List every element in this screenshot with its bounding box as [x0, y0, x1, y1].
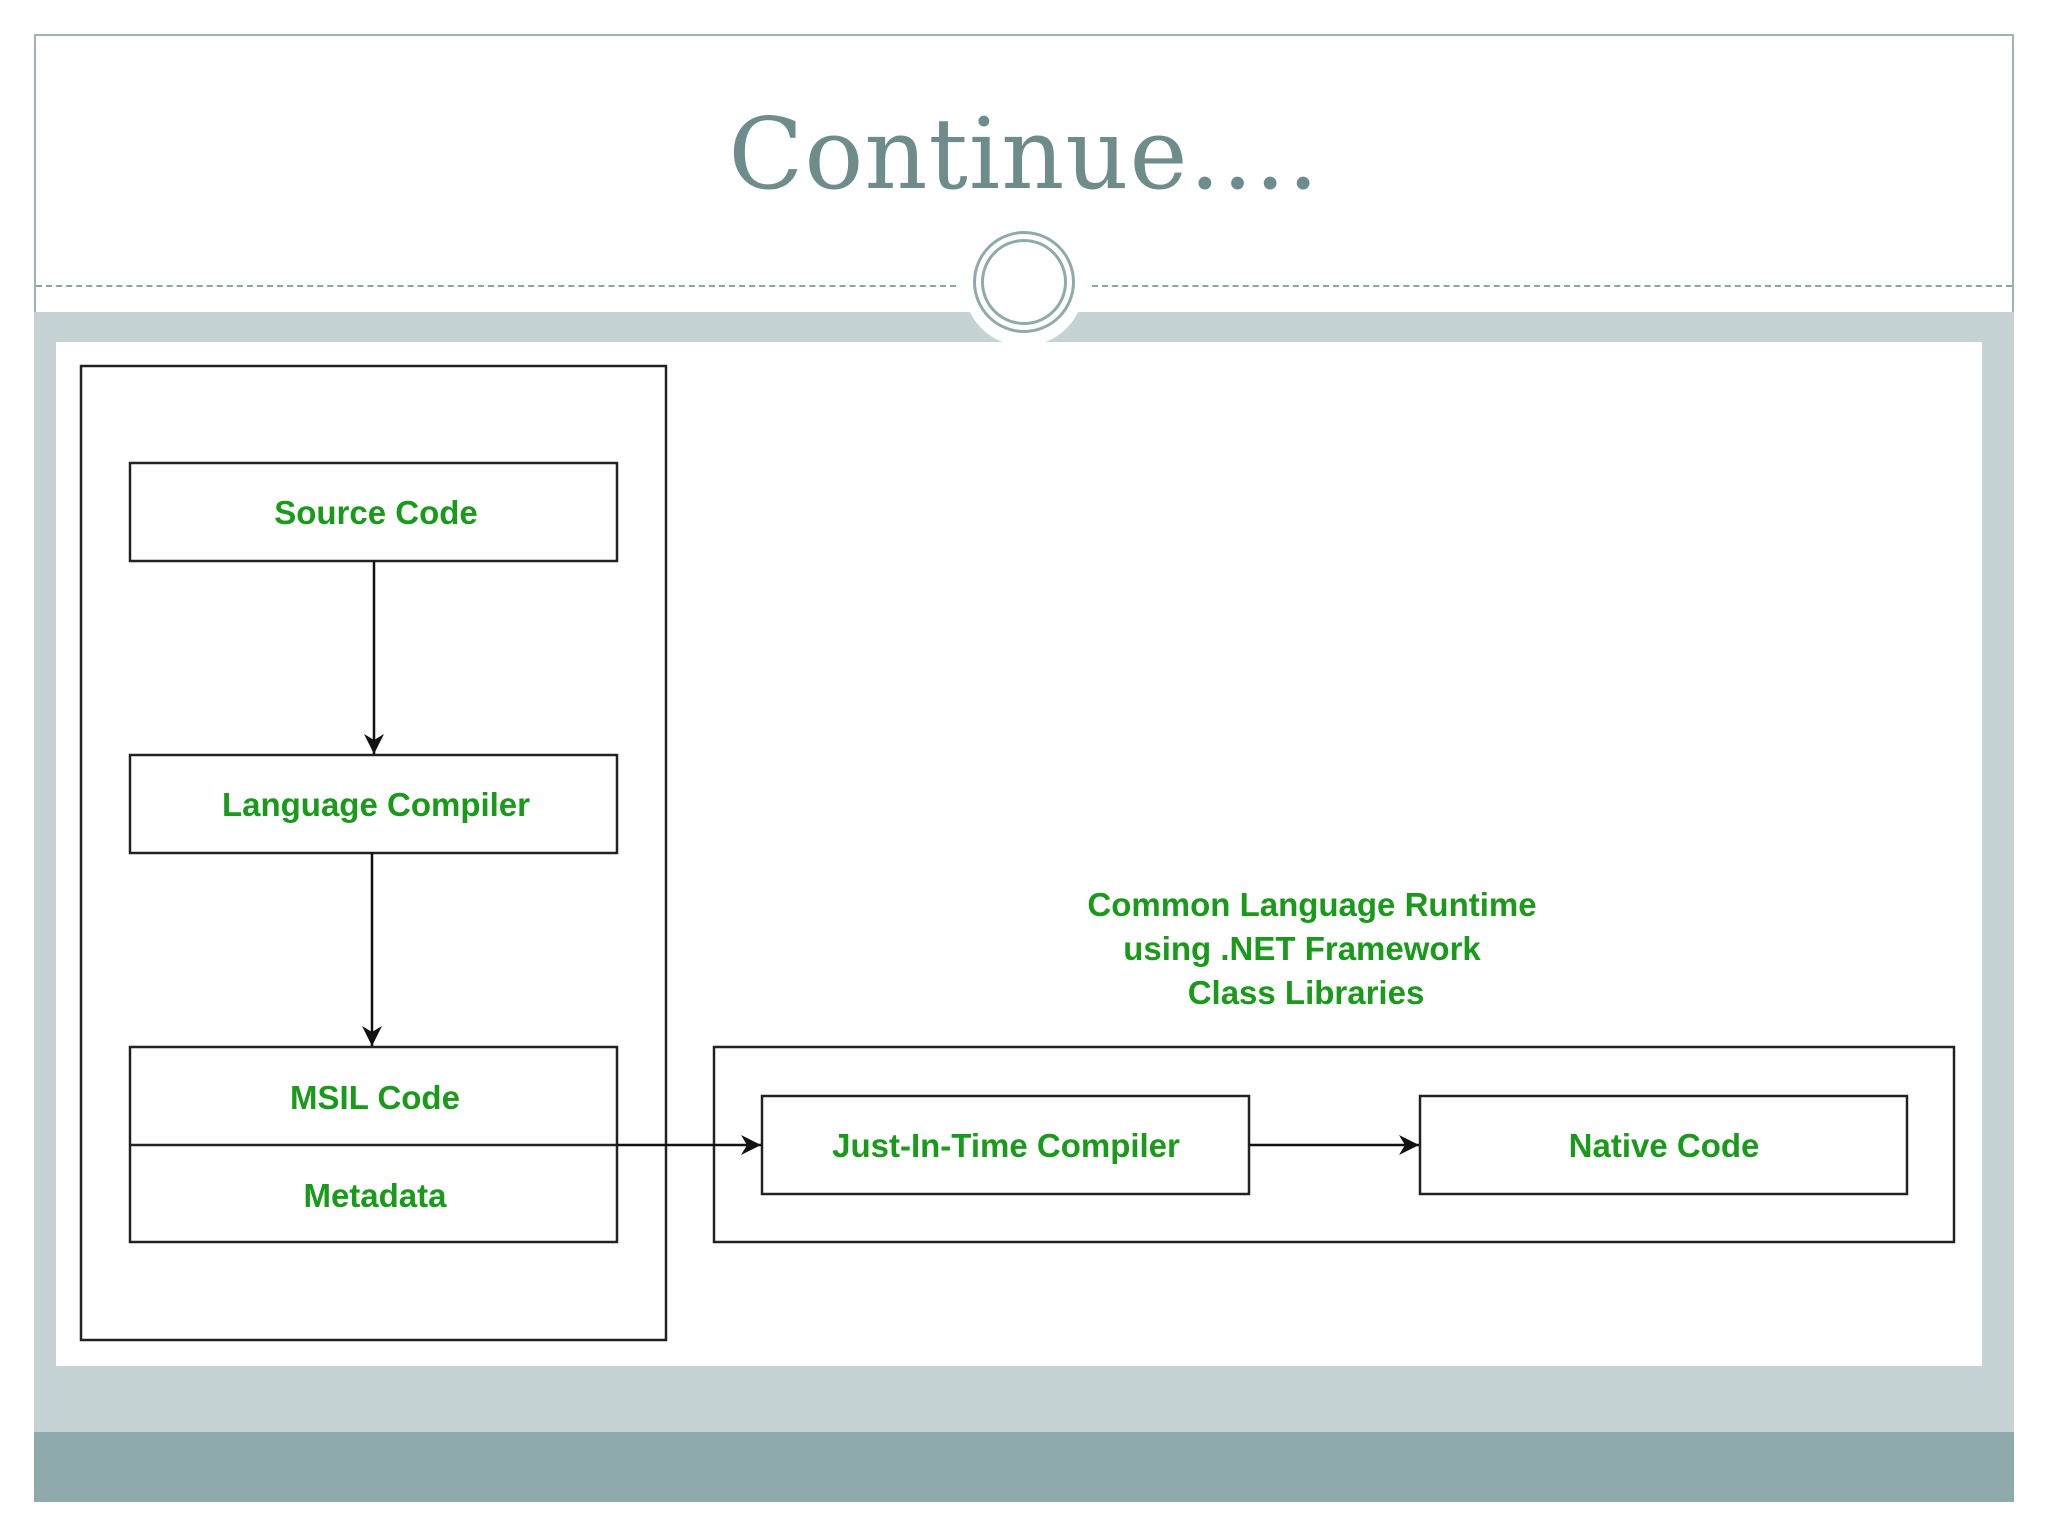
compile-time-container	[79, 364, 668, 1342]
medallion-inner-ring	[981, 239, 1067, 325]
source-code-label: Source Code	[274, 494, 478, 531]
msil-code-label: MSIL Code	[290, 1079, 460, 1116]
title-divider-left	[36, 285, 956, 287]
native-code-box	[1418, 1094, 1909, 1196]
footer-band	[34, 1432, 2014, 1502]
jit-compiler-box	[760, 1094, 1251, 1196]
clr-caption-line-2: using .NET Framework	[1123, 930, 1481, 967]
source-code-box	[128, 461, 619, 563]
clr-caption-line-1: Common Language Runtime	[1087, 886, 1536, 923]
language-compiler-label: Language Compiler	[222, 786, 530, 823]
title-divider-right	[1092, 285, 2012, 287]
native-code-label: Native Code	[1569, 1127, 1760, 1164]
metadata-label: Metadata	[303, 1177, 447, 1214]
clr-caption-line-3: Class Libraries	[1188, 974, 1425, 1011]
language-compiler-box	[128, 753, 619, 855]
jit-compiler-label: Just-In-Time Compiler	[832, 1127, 1180, 1164]
slide-title: Continue….	[728, 98, 1320, 212]
